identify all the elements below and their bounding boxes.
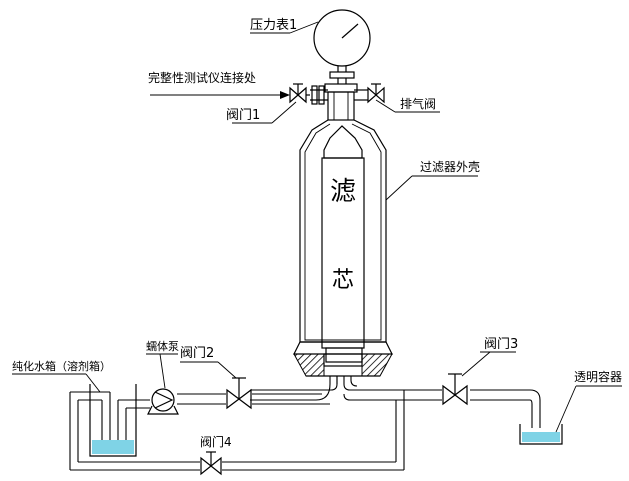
filter-cartridge bbox=[321, 125, 365, 363]
transparent-container bbox=[519, 424, 563, 445]
pump bbox=[147, 388, 179, 415]
valve-1-leader bbox=[232, 101, 297, 124]
vent-valve-leader bbox=[375, 99, 440, 113]
water-tank bbox=[89, 384, 137, 457]
pump-label: 蠕体泵 bbox=[146, 339, 179, 353]
valve-3-leader bbox=[461, 351, 516, 377]
valve-3-label: 阀门3 bbox=[484, 337, 518, 352]
water-tank-label: 纯化水箱（溶剂箱） bbox=[12, 359, 111, 373]
cartridge-char-2: 芯 bbox=[332, 268, 354, 293]
housing-base bbox=[293, 341, 393, 377]
cartridge-char-1: 滤 bbox=[330, 177, 356, 207]
container-water bbox=[522, 432, 560, 442]
valve-2-leader bbox=[180, 361, 237, 379]
pressure-gauge bbox=[313, 9, 371, 84]
valve-4 bbox=[200, 451, 222, 476]
pressure-gauge-label: 压力表1 bbox=[250, 18, 297, 33]
valve-2-label: 阀门2 bbox=[180, 346, 214, 361]
valve-2 bbox=[226, 377, 252, 410]
transparent-container-label: 透明容器 bbox=[574, 369, 622, 384]
tester-connection-arrow bbox=[150, 91, 290, 99]
transparent-container-leader bbox=[555, 385, 622, 433]
tester-connection-label: 完整性测试仪连接处 bbox=[148, 70, 256, 85]
water-tank-leader bbox=[12, 373, 101, 393]
filter-housing-leader bbox=[385, 175, 478, 201]
valve-4-label: 阀门4 bbox=[200, 434, 232, 449]
valve-1 bbox=[289, 83, 310, 104]
valve-1-label: 阀门1 bbox=[226, 108, 260, 123]
valve-3 bbox=[442, 373, 468, 406]
piping bbox=[69, 376, 541, 471]
vent-valve-label: 排气阀 bbox=[400, 96, 436, 111]
filter-housing-label: 过滤器外壳 bbox=[420, 160, 480, 174]
top-manifold bbox=[310, 83, 368, 121]
vent-valve bbox=[367, 83, 385, 104]
pump-leader bbox=[146, 353, 178, 389]
tank-water bbox=[92, 440, 134, 454]
pressure-gauge-leader bbox=[250, 21, 319, 34]
filter-housing bbox=[299, 119, 387, 343]
